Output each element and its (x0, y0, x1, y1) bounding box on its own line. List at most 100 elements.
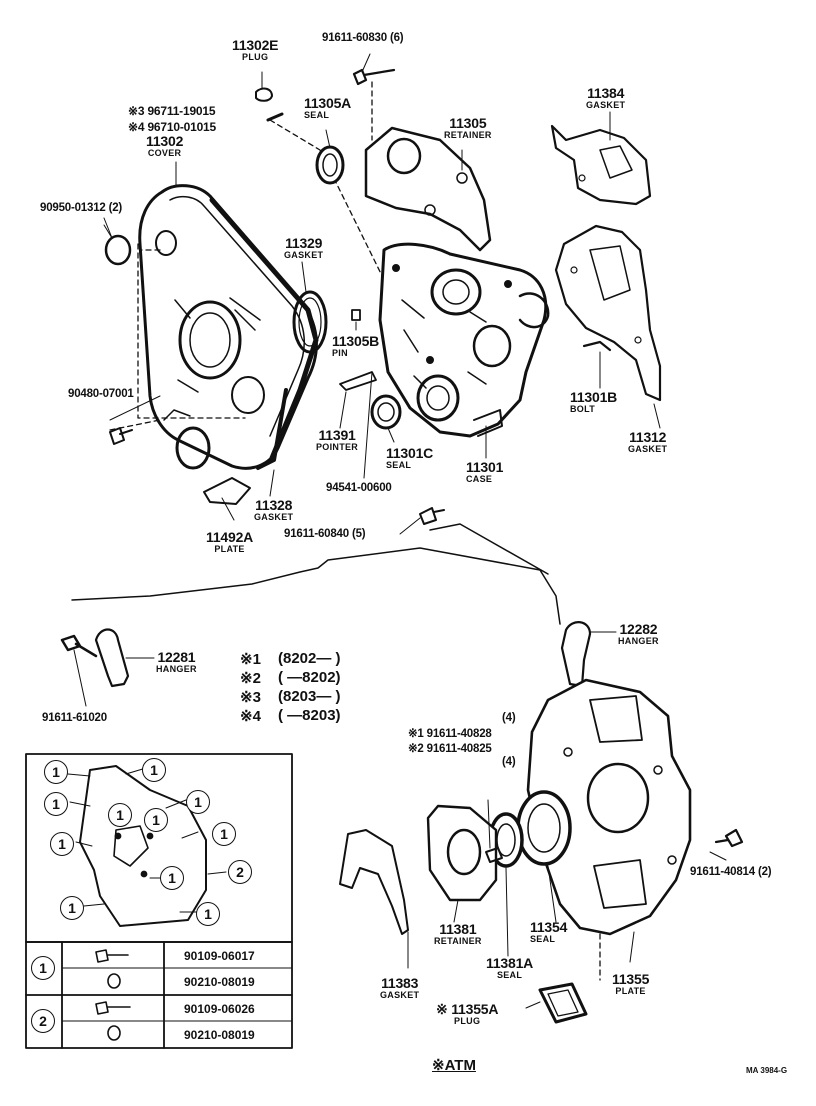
label-11301b: 11301B BOLT (570, 390, 617, 414)
table-group-2: 2 (31, 1009, 55, 1033)
label-12281-number: 12281 (157, 649, 196, 665)
label-rear-bolt-qty: (4) (502, 712, 516, 724)
label-94541-00600: 94541-00600 (326, 482, 392, 494)
bolt-11301b-drawing (582, 340, 612, 352)
label-12281-name: HANGER (156, 664, 197, 674)
label-11354: 11354 SEAL (530, 920, 567, 944)
label-91611-60830: 91611-60830 (6) (322, 32, 404, 44)
plug-11302e-drawing (255, 87, 273, 102)
legend-range-4: ( —8203) (278, 707, 341, 724)
label-12281: 12281 HANGER (156, 650, 197, 674)
pointer-11391-drawing (339, 371, 377, 391)
label-11301c-number: 11301C (386, 445, 434, 461)
inset-callout-2: 2 (228, 860, 252, 884)
label-11301b-name: BOLT (570, 404, 596, 414)
label-11381a: 11381A SEAL (486, 956, 533, 980)
label-11328-number: 11328 (255, 497, 293, 513)
inset-callout-1: 1 (44, 760, 68, 784)
label-11302e-number: 11302E (232, 37, 279, 53)
legend-range-3: (8203— ) (278, 688, 341, 705)
legend-mark-4: ※4 (240, 708, 261, 725)
table-part-number: 90210-08019 (184, 1028, 255, 1042)
bolt-91611-61020-drawing (60, 634, 98, 658)
legend-range-2: ( —8202) (278, 669, 341, 686)
label-11312-name: GASKET (628, 444, 668, 454)
label-11384: 11384 GASKET (586, 86, 625, 110)
label-96711-19015: ※3 96711-19015 (128, 104, 216, 118)
label-11302-number: 11302 (146, 133, 184, 149)
label-11384-name: GASKET (586, 100, 626, 110)
atm-note: ※ATM (432, 1057, 476, 1074)
inset-bolt-icons (95, 949, 131, 1041)
label-11305-name: RETAINER (444, 130, 492, 140)
legend-mark-1: ※1 (240, 651, 261, 668)
label-11301b-number: 11301B (570, 389, 618, 405)
bolt-91611-40828-drawing (485, 847, 503, 863)
timing-cover-11302 (138, 184, 319, 470)
alignment-lines (109, 81, 601, 981)
inset-callout-1: 1 (160, 866, 184, 890)
retainer-11381-drawing (426, 804, 498, 902)
label-11381-name: RETAINER (434, 936, 482, 946)
label-11355-number: 11355 (612, 971, 650, 987)
label-11301c: 11301C SEAL (386, 446, 433, 470)
timing-case-11301 (378, 242, 550, 438)
label-11383-number: 11383 (381, 975, 419, 991)
label-91611-60840: 91611-60840 (5) (284, 528, 366, 540)
label-11305a: 11305A SEAL (304, 96, 351, 120)
inset-callout-1: 1 (212, 822, 236, 846)
label-11329-name: GASKET (284, 250, 324, 260)
gasket-11329-drawing (292, 290, 328, 354)
label-11328: 11328 GASKET (254, 498, 293, 522)
label-11305-number: 11305 (449, 115, 487, 131)
label-11381: 11381 RETAINER (434, 922, 482, 946)
gasket-11384-drawing (550, 124, 652, 206)
label-11329-number: 11329 (285, 235, 323, 251)
plug-90950-drawing (104, 234, 132, 266)
label-11492a-name: PLATE (214, 544, 245, 554)
gasket-11312-drawing (554, 224, 662, 402)
label-11381a-name: SEAL (496, 970, 523, 980)
inset-callout-1: 1 (50, 832, 74, 856)
label-90480-07001: 90480-07001 (68, 388, 134, 400)
label-11354-name: SEAL (530, 934, 556, 944)
label-rear-bolt-qty-2: (4) (502, 756, 516, 768)
leader-lines (73, 53, 727, 1009)
label-11302: 11302 COVER (146, 134, 183, 158)
label-11305b-number: 11305B (332, 333, 380, 349)
label-11305: 11305 RETAINER (444, 116, 492, 140)
inset-table-grid (25, 941, 293, 1049)
label-11381a-number: 11381A (486, 955, 534, 971)
table-group-1: 1 (31, 956, 55, 980)
label-12282-number: 12282 (619, 621, 658, 637)
label-91611-61020: 91611-61020 (42, 712, 107, 724)
label-11355a-name: PLUG (454, 1016, 481, 1026)
label-11391-name: POINTER (316, 442, 359, 452)
bolt-91611-60840-drawing (419, 507, 445, 525)
label-11301-number: 11301 (466, 459, 504, 475)
label-11301-name: CASE (466, 474, 493, 484)
label-11383: 11383 GASKET (380, 976, 419, 1000)
label-11492a-number: 11492A (206, 529, 254, 545)
label-11328-name: GASKET (254, 512, 294, 522)
label-91611-40825: ※2 91611-40825 (408, 743, 492, 755)
label-11391-number: 11391 (318, 427, 356, 443)
label-11355a-number: ※ 11355A (436, 1001, 499, 1017)
seal-11301c-drawing (370, 394, 402, 430)
table-part-number: 90109-06017 (184, 949, 255, 963)
engine-block-outline (71, 523, 561, 625)
label-11301: 11301 CASE (466, 460, 503, 484)
legend-mark-2: ※2 (240, 670, 261, 687)
inset-callout-1: 1 (196, 902, 220, 926)
label-12282: 12282 HANGER (618, 622, 659, 646)
label-11301c-name: SEAL (386, 460, 412, 470)
inset-callout-1: 1 (108, 803, 132, 827)
hanger-12281-drawing (94, 628, 130, 688)
label-11383-name: GASKET (380, 990, 420, 1000)
plate-11492a-drawing (203, 477, 251, 505)
inset-callout-1: 1 (144, 808, 168, 832)
pin-11305b-drawing (351, 309, 361, 321)
label-11312-number: 11312 (629, 429, 667, 445)
